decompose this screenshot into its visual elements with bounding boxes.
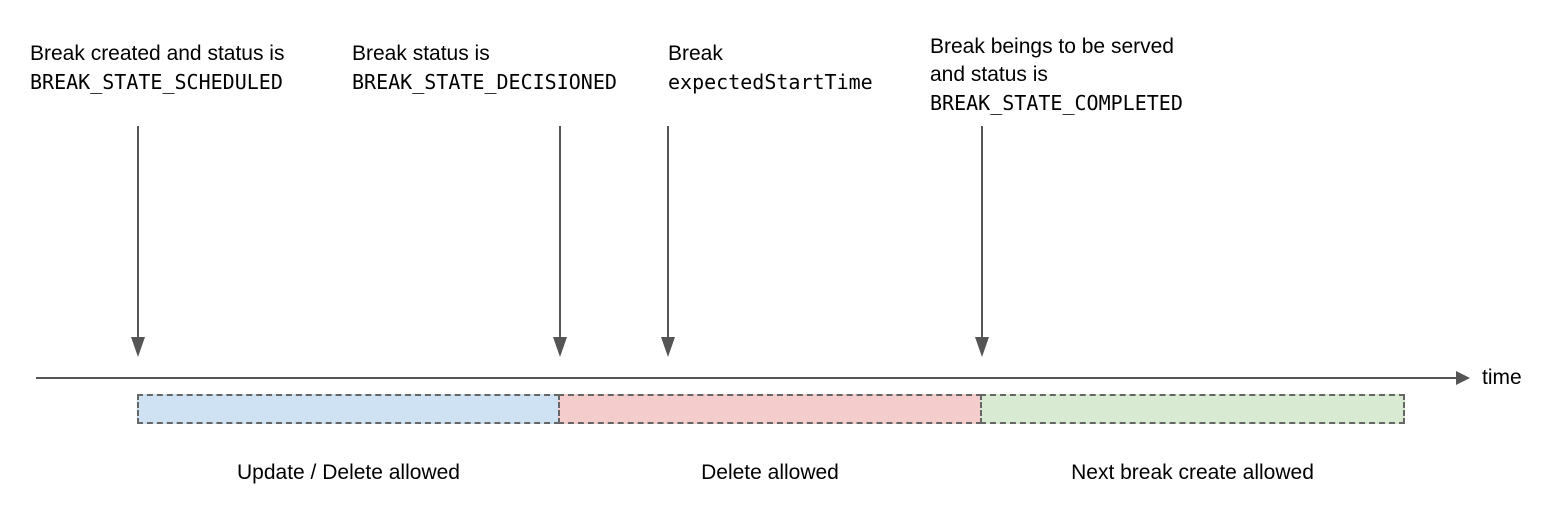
segment-caption-delete: Delete allowed	[701, 461, 839, 484]
timeline-axis	[36, 377, 1456, 379]
annotation-text: Break status is	[352, 42, 490, 65]
segment-update-delete	[137, 394, 560, 424]
arrow-shaft	[667, 126, 669, 338]
arrow-shaft	[981, 126, 983, 338]
annotation-code: BREAK_STATE_COMPLETED	[930, 91, 1183, 115]
segment-delete	[558, 394, 982, 424]
segment-caption-next-break: Next break create allowed	[1071, 461, 1314, 484]
arrow-down-icon	[553, 337, 567, 357]
annotation-text: Break beings to be served	[930, 35, 1174, 58]
annotation-break-completed: Break beings to be served and status is …	[930, 33, 1183, 117]
timeline-axis-label: time	[1482, 366, 1522, 389]
annotation-text: Break created and status is	[30, 42, 285, 65]
arrow-right-icon	[1456, 371, 1470, 385]
arrow-down-icon	[131, 337, 145, 357]
arrow-shaft	[559, 126, 561, 338]
segment-caption-update-delete: Update / Delete allowed	[237, 461, 460, 484]
arrow-down-icon	[975, 337, 989, 357]
arrow-down-icon	[661, 337, 675, 357]
period-segments	[137, 394, 1405, 424]
annotation-code: BREAK_STATE_SCHEDULED	[30, 70, 283, 94]
annotation-code: expectedStartTime	[668, 70, 873, 94]
arrow-shaft	[137, 126, 139, 338]
annotation-break-decisioned: Break status is BREAK_STATE_DECISIONED	[352, 40, 617, 96]
annotation-text: Break	[668, 42, 723, 65]
annotation-code: BREAK_STATE_DECISIONED	[352, 70, 617, 94]
annotation-text: and status is	[930, 63, 1048, 86]
annotation-break-created: Break created and status is BREAK_STATE_…	[30, 40, 284, 96]
annotation-expected-start-time: Break expectedStartTime	[668, 40, 873, 96]
segment-next-break-create	[980, 394, 1405, 424]
